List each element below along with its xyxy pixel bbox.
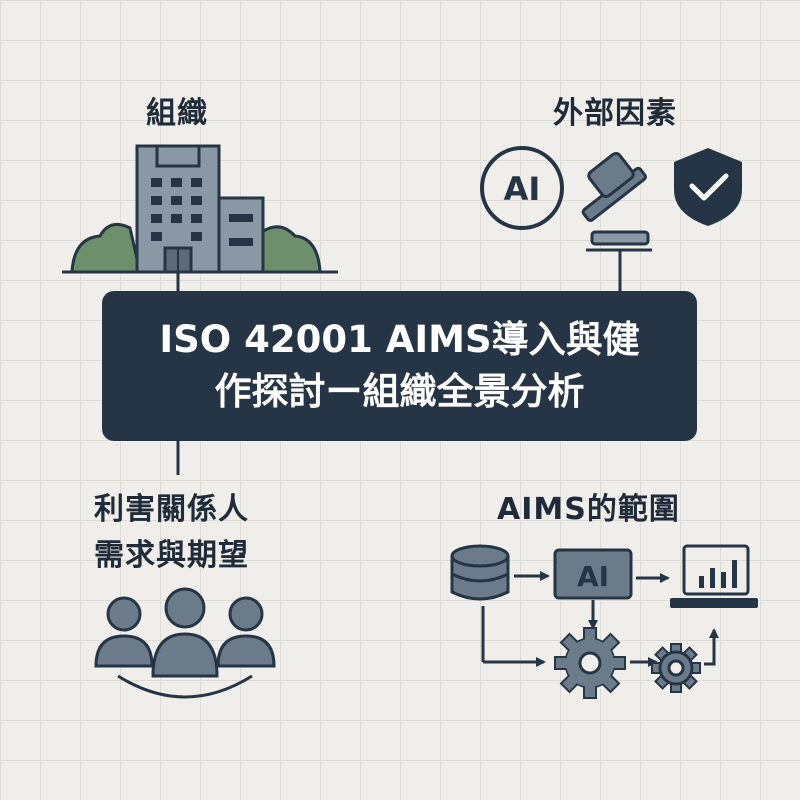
aims-scope-label: AIMS的範圍 xyxy=(497,492,680,527)
small-gear-icon xyxy=(651,643,701,693)
organization-label: 組織 xyxy=(146,96,208,131)
title-line-1: ISO 42001 AIMS導入與健 xyxy=(159,318,640,361)
aims-scope-illustration: AI xyxy=(450,544,758,699)
stakeholders-label-line2: 需求與期望 xyxy=(94,538,249,573)
bush-icon xyxy=(253,225,322,274)
shield-check-icon xyxy=(674,148,742,226)
ai-circle-text: AI xyxy=(504,170,541,208)
external-factors-label: 外部因素 xyxy=(553,96,677,131)
external-factors-illustration: AI xyxy=(480,146,742,252)
building-icon xyxy=(135,144,265,274)
ai-circle-icon xyxy=(480,146,564,230)
laptop-chart-icon xyxy=(670,544,758,608)
organization-illustration xyxy=(62,144,338,274)
database-icon xyxy=(450,544,510,601)
stakeholders-label-line1: 利害關係人 xyxy=(94,492,249,527)
arrow-icon xyxy=(704,628,719,666)
ai-chip-icon xyxy=(553,548,633,600)
people-group-icon xyxy=(94,587,276,699)
bush-icon xyxy=(70,222,142,274)
gear-icon xyxy=(554,627,626,699)
gavel-icon xyxy=(581,152,650,246)
ai-chip-text: AI xyxy=(577,560,609,593)
title-line-2: 作探討ー組織全景分析 xyxy=(214,370,585,413)
title-box: ISO 42001 AIMS導入與健 作探討ー組織全景分析 xyxy=(102,291,697,441)
